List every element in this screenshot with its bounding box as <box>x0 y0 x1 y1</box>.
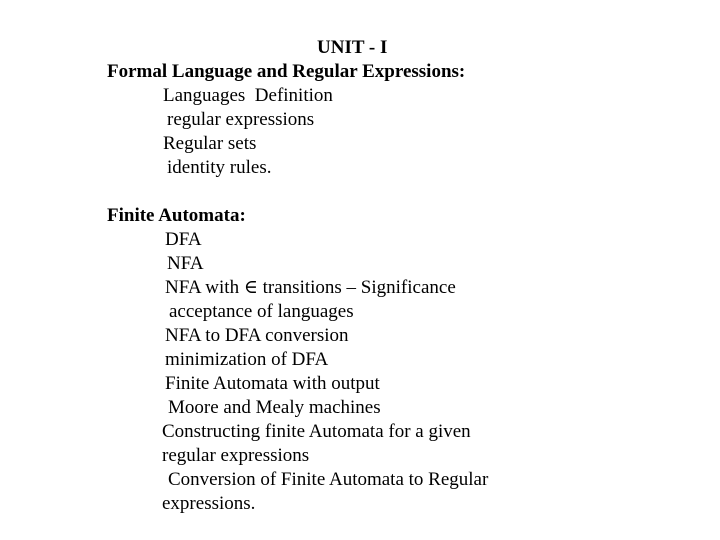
section-heading-finite-automata: Finite Automata: <box>107 205 246 226</box>
topic-conversion-fa-to-regex-cont: expressions. <box>162 493 256 514</box>
unit-title: UNIT - I <box>317 37 388 58</box>
topic-identity-rules: identity rules. <box>167 157 272 178</box>
topic-acceptance-of-languages: acceptance of languages <box>169 301 354 322</box>
topic-nfa-to-dfa-conversion: NFA to DFA conversion <box>165 325 349 346</box>
topic-languages-definition: Languages Definition <box>163 85 333 106</box>
section-heading-formal-language: Formal Language and Regular Expressions: <box>107 61 466 82</box>
topic-constructing-finite-automata-cont: regular expressions <box>162 445 310 466</box>
section-gap <box>0 180 720 204</box>
topic-dfa: DFA <box>165 229 202 250</box>
topic-constructing-finite-automata: Constructing finite Automata for a given <box>162 421 471 442</box>
topic-regular-expressions: regular expressions <box>167 109 315 130</box>
topic-conversion-fa-to-regex: Conversion of Finite Automata to Regular <box>168 469 489 490</box>
slide-text-body: UNIT - I Formal Language and Regular Exp… <box>0 36 720 516</box>
topic-nfa: NFA <box>167 253 204 274</box>
topic-regular-sets: Regular sets <box>163 133 257 154</box>
topic-nfa-with-epsilon-transitions: NFA with ∈ transitions – Significance <box>165 277 456 298</box>
topic-moore-and-mealy-machines: Moore and Mealy machines <box>168 397 381 418</box>
topic-finite-automata-with-output: Finite Automata with output <box>165 373 380 394</box>
topic-minimization-of-dfa: minimization of DFA <box>165 349 329 370</box>
